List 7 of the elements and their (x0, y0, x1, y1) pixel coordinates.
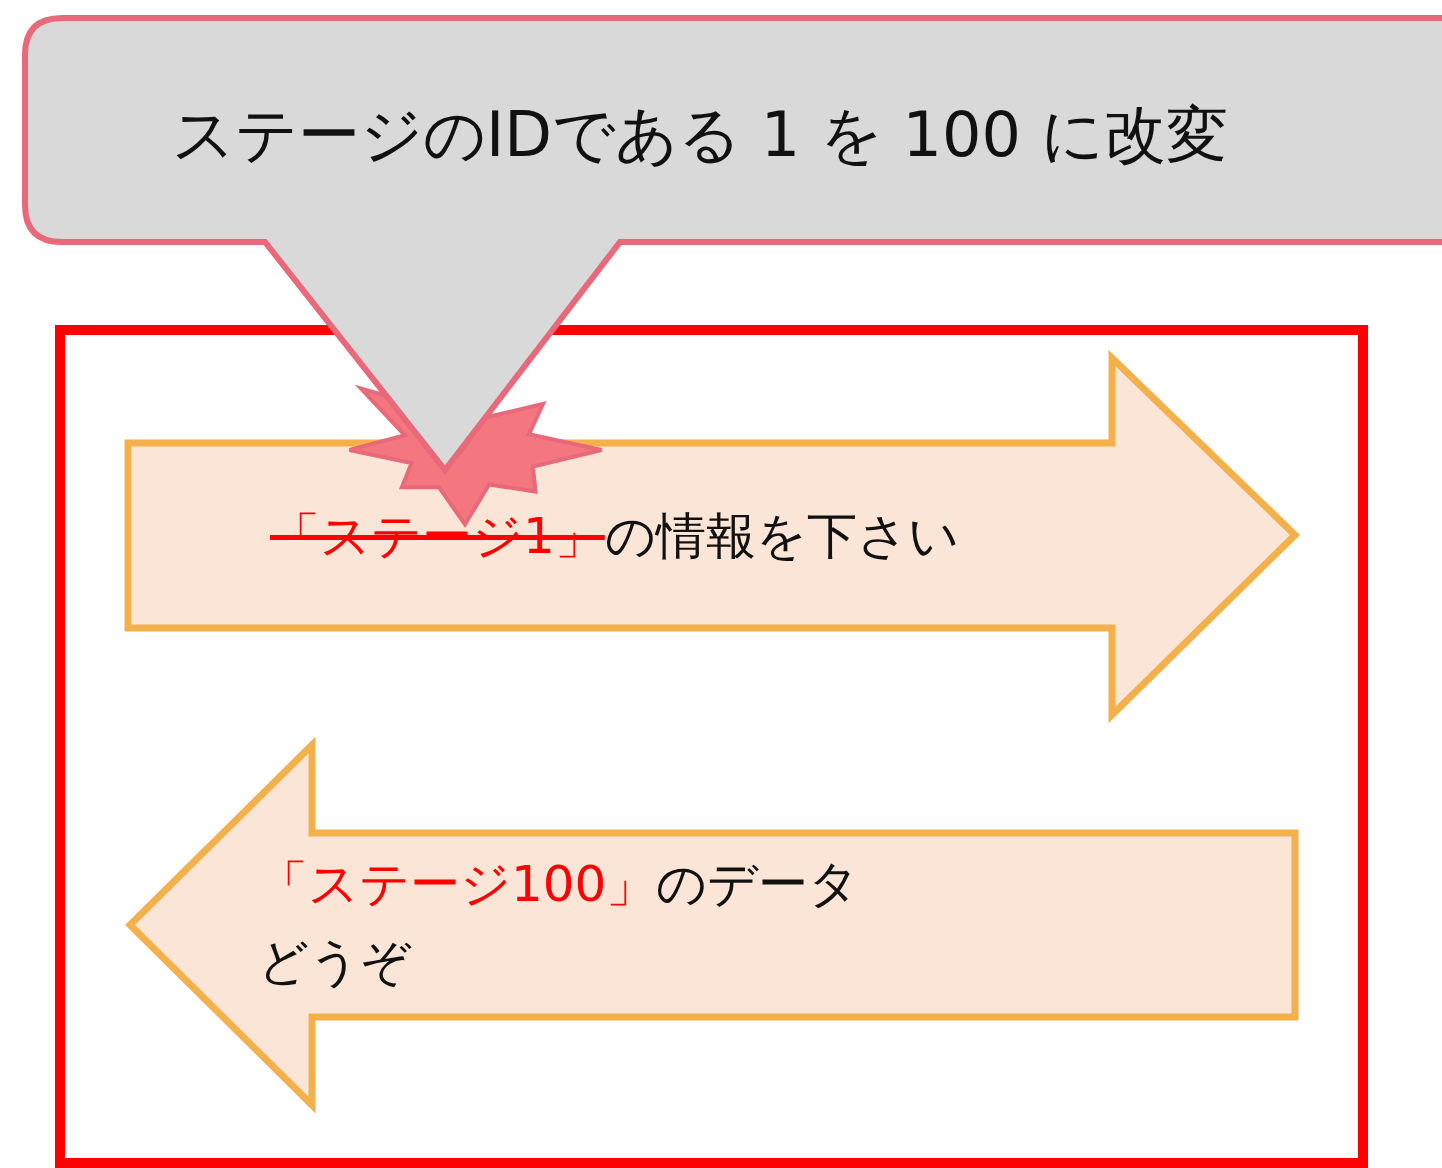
frame-box (55, 325, 1368, 1168)
arrow-text: のデータ (656, 855, 860, 913)
highlighted-text: 「ステージ100」 (258, 855, 657, 913)
callout-text: ステージのIDである 1 を 100 に改変 (172, 98, 1228, 171)
struck-text: 「ステージ1」 (270, 507, 605, 565)
arrow-text: どうぞ (258, 932, 413, 993)
arrow-text: の情報を下さい (604, 507, 959, 565)
